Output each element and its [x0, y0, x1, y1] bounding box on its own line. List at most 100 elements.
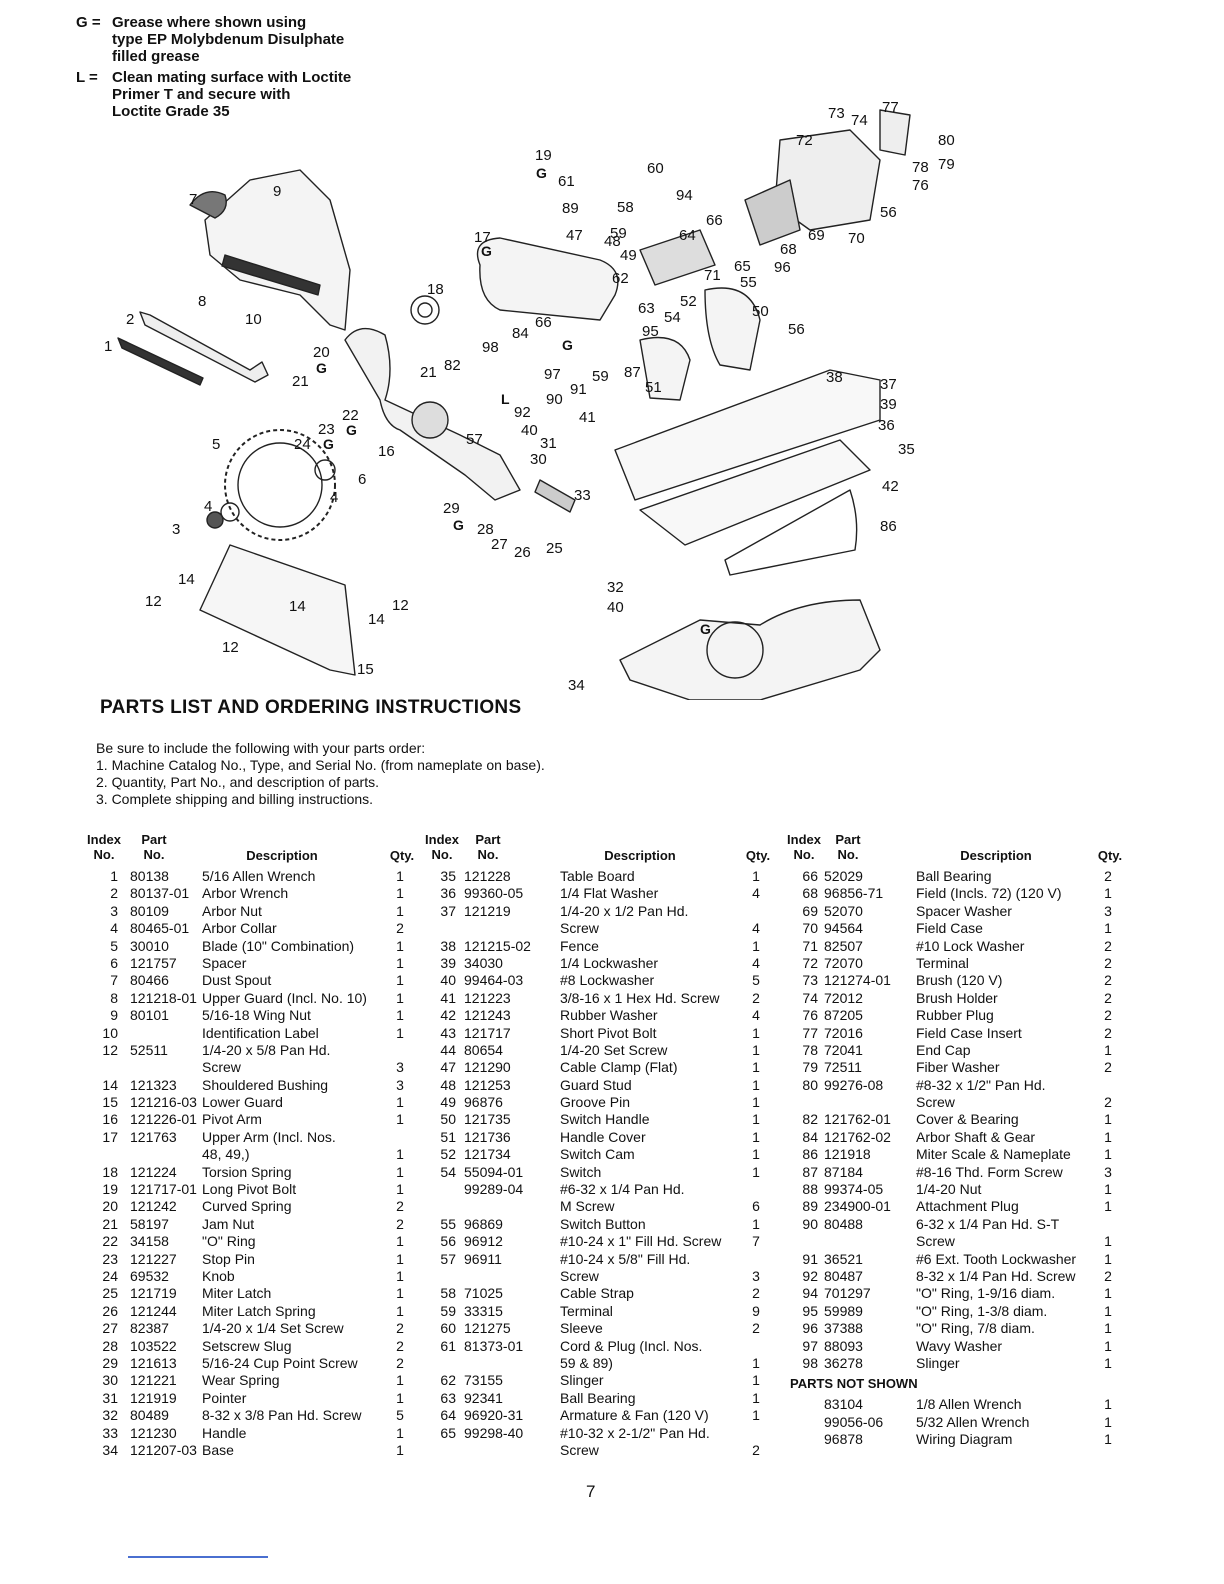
qty-cell: 9: [752, 1302, 760, 1319]
header-part: Part No.: [141, 832, 167, 862]
qty-cell: 3: [1104, 1163, 1112, 1180]
qty-cell: 1: [396, 1163, 404, 1180]
part-number-cell: 36521: [824, 1250, 863, 1267]
callout-40: 40: [607, 599, 624, 616]
index-cell: 17: [102, 1128, 118, 1145]
description-cell: 1/4-20 Nut: [916, 1181, 982, 1198]
part-number-cell: 52070: [824, 902, 863, 919]
part-number-cell: 52511: [130, 1041, 168, 1058]
header-description: Description: [960, 848, 1032, 863]
index-cell: 90: [802, 1215, 818, 1232]
qty-cell: 2: [1104, 1007, 1112, 1024]
index-cell: 70: [802, 920, 818, 937]
qty-cell: 3: [396, 1059, 404, 1076]
part-number-cell: 96869: [464, 1215, 503, 1232]
index-cell: 49: [440, 1094, 456, 1111]
qty-cell: 2: [396, 1215, 404, 1232]
description-cell: Upper Guard (Incl. No. 10): [202, 989, 367, 1006]
index-cell: 68: [802, 885, 818, 902]
qty-cell: 1: [396, 1372, 404, 1389]
qty-cell: 1: [396, 1024, 404, 1041]
part-number-cell: 82387: [130, 1320, 169, 1337]
guard-label-shape: [221, 254, 321, 296]
index-cell: 23: [102, 1250, 118, 1267]
description-cell: 5/32 Allen Wrench: [916, 1413, 1030, 1430]
callout-17: 17: [474, 229, 491, 246]
description-cell: #10-24 x 1" Fill Hd. Screw: [560, 1233, 722, 1250]
qty-cell: 2: [1104, 972, 1112, 989]
description-cell: 6-32 x 1/4 Pan Hd. S-T: [916, 1215, 1060, 1232]
part-number-cell: 69532: [130, 1267, 169, 1284]
index-cell: 28: [102, 1337, 118, 1354]
description-cell: Jam Nut: [202, 1215, 255, 1232]
part-number-cell: 99298-40: [464, 1424, 524, 1441]
qty-cell: 4: [752, 1007, 760, 1024]
qty-cell: 1: [396, 1424, 404, 1441]
diagram-artwork: [117, 109, 911, 700]
qty-cell: 6: [752, 1198, 760, 1215]
description-cell: Miter Scale & Nameplate: [916, 1146, 1071, 1163]
callout-61: 61: [558, 173, 575, 190]
header-qty: Qty.: [745, 848, 771, 863]
qty-cell: 1: [752, 1354, 760, 1371]
callout-19: 19: [535, 147, 552, 164]
index-cell: 27: [102, 1320, 118, 1337]
qty-cell: 2: [396, 1198, 404, 1215]
index-cell: 3: [110, 902, 118, 919]
part-number-cell: 72511: [824, 1059, 862, 1076]
description-cell: Upper Arm (Incl. Nos.: [202, 1128, 336, 1145]
index-cell: 1: [110, 868, 118, 884]
index-cell: 5: [110, 937, 118, 954]
index-cell: 25: [102, 1285, 118, 1302]
part-number-cell: 33315: [464, 1302, 503, 1319]
end-cap-shape: [879, 109, 911, 156]
qty-cell: 5: [752, 972, 760, 989]
part-number-cell: 83104: [824, 1396, 863, 1413]
description-cell: #8 Lockwasher: [560, 972, 655, 989]
description-cell: Terminal: [916, 954, 969, 971]
index-cell: 54: [440, 1163, 456, 1180]
part-number-cell: 80109: [130, 902, 169, 919]
part-number-cell: 72070: [824, 954, 863, 971]
arbor-collar-shape: [220, 502, 240, 522]
description-cell: Switch Cam: [560, 1146, 635, 1163]
legend-text: Grease where shown using type EP Molybde…: [112, 14, 345, 65]
description-cell: Spacer Washer: [916, 902, 1012, 919]
index-cell: 63: [440, 1389, 456, 1406]
description-cell: Torsion Spring: [202, 1163, 292, 1180]
part-number-cell: 99374-05: [824, 1181, 884, 1198]
index-cell: 56: [440, 1233, 456, 1250]
description-cell: Brush (120 V): [916, 972, 1003, 989]
index-cell: 98: [802, 1354, 818, 1371]
loctite-mark: L: [501, 391, 510, 407]
callout-78: 78: [912, 159, 929, 176]
qty-cell: 2: [396, 1337, 404, 1354]
description-cell: Setscrew Slug: [202, 1337, 292, 1354]
part-number-cell: 87205: [824, 1007, 863, 1024]
callout-10: 10: [245, 311, 262, 328]
description-cell: Rubber Washer: [560, 1007, 658, 1024]
qty-cell: 2: [1104, 868, 1112, 884]
header-qty: Qty.: [1097, 848, 1123, 863]
callout-86: 86: [880, 518, 897, 535]
table-board-shape: [639, 439, 871, 546]
callout-27: 27: [491, 536, 508, 553]
